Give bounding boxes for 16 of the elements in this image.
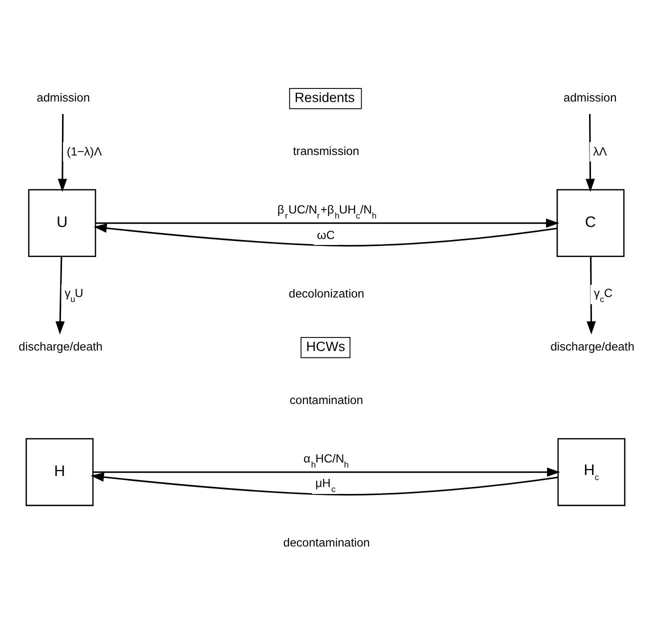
edge-label: α$_{h}$HC/N$_{h}$ bbox=[304, 451, 349, 470]
label: decontamination bbox=[283, 535, 370, 550]
edge-label: ωC bbox=[317, 227, 335, 242]
edge-label: γ$_{u}$U bbox=[64, 286, 84, 304]
node-text: discharge/death bbox=[18, 339, 103, 354]
edge-label: λΛ bbox=[593, 144, 607, 158]
label: decolonization bbox=[288, 286, 364, 300]
edge-label: γ$_{c}$C bbox=[594, 286, 613, 304]
edge-label: (1−λ)Λ bbox=[66, 144, 102, 158]
label: contamination bbox=[290, 392, 364, 406]
label: transmission bbox=[293, 143, 360, 158]
node-text: discharge/death bbox=[550, 339, 634, 354]
node-text: admission bbox=[564, 90, 617, 104]
node-text: admission bbox=[36, 90, 90, 104]
edge-label: μH$_{c}$ bbox=[315, 476, 336, 494]
edge-label: β$_{r}$UC/N$_{r}$+β$_{h}$UH$_{c}$/N$_{h}$ bbox=[277, 202, 377, 220]
